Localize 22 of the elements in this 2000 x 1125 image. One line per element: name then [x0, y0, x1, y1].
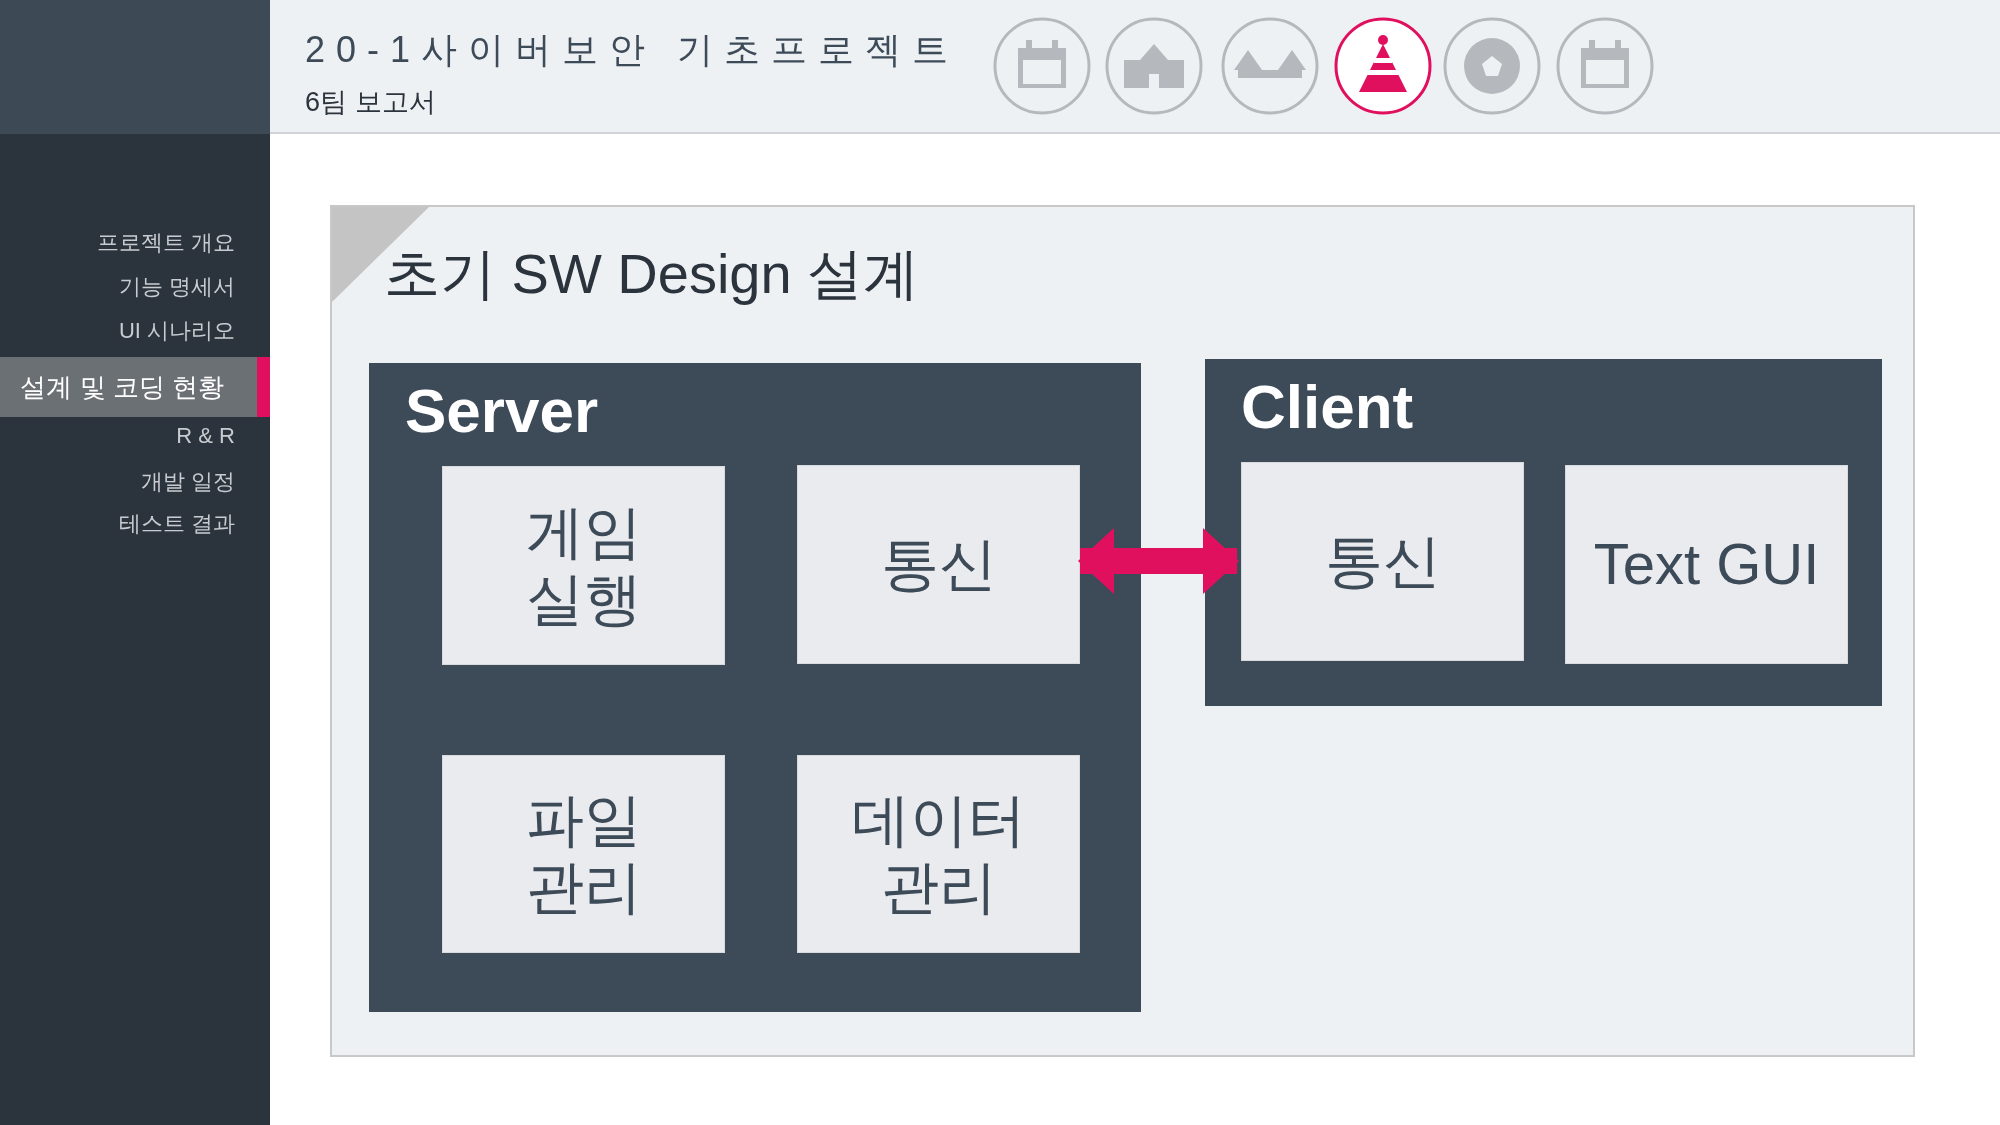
menu-item-active: 설계 및 코딩 현황: [0, 357, 270, 417]
module-box: 게임 실행: [442, 466, 725, 665]
menu-item: 테스트 결과: [118, 510, 235, 538]
menu-item: 기능 명세서: [118, 273, 235, 301]
module-box: 데이터 관리: [797, 755, 1080, 953]
module-box: 통신: [797, 465, 1080, 664]
menu-item: UI 시나리오: [118, 317, 235, 345]
header-title: 20-1사이버보안 기초프로젝트: [305, 28, 960, 72]
content-panel: [330, 205, 1915, 1057]
module-box: 파일 관리: [442, 755, 725, 953]
module-box: Text GUI: [1565, 465, 1848, 664]
menu-item: 개발 일정: [140, 468, 235, 496]
component-group: [1205, 359, 1882, 706]
module-box: 통신: [1241, 462, 1524, 661]
group-title: Client: [1241, 371, 1414, 442]
double-arrow: [1078, 528, 1239, 594]
panel-title: 초기 SW Design 설계: [384, 241, 920, 307]
menu-item: R & R: [176, 423, 235, 449]
header-subtitle: 6팀 보고서: [305, 86, 436, 119]
group-title: Server: [405, 375, 599, 446]
component-group: [369, 363, 1141, 1012]
menu-item: 프로젝트 개요: [96, 229, 235, 257]
